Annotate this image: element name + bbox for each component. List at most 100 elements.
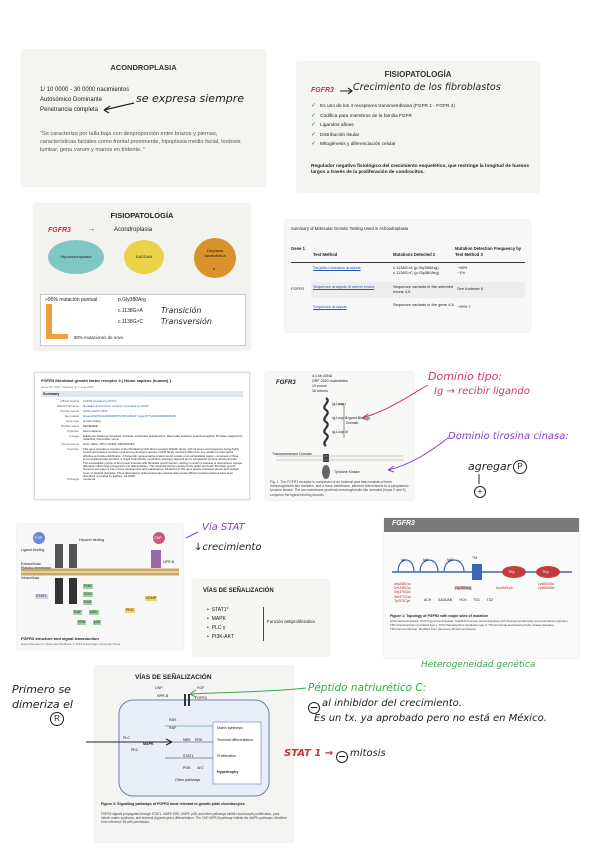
mutation-puntual: >95% mutación puntual xyxy=(45,297,98,303)
ncbi-field-value: mouse all xyxy=(83,477,95,481)
box-erk: ERK xyxy=(77,620,87,625)
slide-vias-senalizacion-1: VÍAS DE SEÑALIZACIÓN STAT1* MAPK PLC γ P… xyxy=(193,580,329,656)
slide-title: FISIOPATOLOGÍA xyxy=(384,70,452,79)
minus-circle-2 xyxy=(336,751,348,763)
birth-rate: 1/ 10 0000 - 30 0000 nacimientos xyxy=(40,87,130,93)
ncbi-field-value: Homo sapiens xyxy=(83,429,101,433)
topology-diagram xyxy=(392,559,572,580)
ncbi-field-value[interactable]: Ensembl:ENSG00000068078 MIM:134934; Vega… xyxy=(83,414,176,418)
ncbi-sub: Gene ID: 2261, updated on 7-Aug-2016 xyxy=(41,385,94,389)
ncbi-field-key: Gene type xyxy=(66,419,79,423)
plus-circle: + xyxy=(474,486,486,498)
label-fgf: FGF xyxy=(35,536,43,540)
pathway-item: PLC γ xyxy=(207,624,234,633)
oval-displasia xyxy=(194,238,236,278)
phosphate-p: P xyxy=(517,462,523,471)
node-erk: ERK xyxy=(195,738,203,742)
ig-loop-2: Ig-Loop II xyxy=(332,416,348,420)
box-ras: RAS xyxy=(83,600,93,605)
mutation-gly380: Gly380Arg xyxy=(454,586,473,590)
cell-mutations: c.1138G>A (p.Gly380Arg) c.1138G>C (p.Gly… xyxy=(393,265,440,275)
target-disease: Acondroplasia xyxy=(114,227,153,233)
label-fgf: FGF xyxy=(197,686,205,690)
tk-domain: Tyrosine Kinase xyxy=(334,470,360,474)
gene-name: FGFR3 xyxy=(48,227,71,234)
inheritance: Autosómico Dominante xyxy=(40,97,103,103)
label-cnp: CNP xyxy=(155,686,163,690)
transduction-source: Expert Reviews in Molecular Medicine © 2… xyxy=(21,642,121,646)
receptor-caption: Fig. 1. The FGFR3 receptor is composed o… xyxy=(270,480,409,497)
ncbi-field-value: REVIEWED xyxy=(83,424,98,428)
topology-caption: Figure 1: Topology of FGFR3 with major s… xyxy=(390,614,488,618)
oval-label: Hipocondroplasia xyxy=(60,254,92,259)
table-header-mutations: Mutations Detected 2 xyxy=(393,252,436,257)
note-mitosis: mitosis xyxy=(350,748,386,759)
receptor-diagram xyxy=(276,397,404,479)
cdna-line: 4.4 kb cDNA xyxy=(312,374,333,378)
pathway-item: PI3K-AKT xyxy=(207,633,234,642)
note-heterogeneidad: Heterogeneidad genética xyxy=(421,660,536,670)
ncbi-field-key: Primary source xyxy=(60,409,79,413)
cell-method[interactable]: Sequence analysis xyxy=(313,304,347,309)
ncbi-header: FGFR3 fibroblast growth factor receptor … xyxy=(41,378,171,383)
ncbi-field-value: This gene encodes a member of the fibrob… xyxy=(83,447,243,479)
ncbi-field-key: Organism xyxy=(66,429,79,433)
output-matrix: Matrix synthesis xyxy=(217,726,243,730)
box-cgmp: cGMP xyxy=(145,596,157,601)
ig3-label: IgIII xyxy=(447,558,453,562)
ig-loop-1: Ig-Loop I xyxy=(332,402,347,406)
receptor-circle: R xyxy=(50,712,64,726)
ncbi-field-value[interactable]: FGFR3 provided by HGNC xyxy=(83,399,117,403)
label-nprb: NPR-B xyxy=(163,560,175,564)
oval-hipocondroplasia xyxy=(48,240,104,274)
fgfr3-bullets: Es uno de los 4 receptores transmembrana… xyxy=(311,102,535,150)
tm-label: TM xyxy=(472,556,478,560)
ig-loop-3: Ig-Loop III xyxy=(332,430,349,434)
pathway-list: STAT1* MAPK PLC γ PI3K-AKT xyxy=(207,606,234,642)
slide-fisiopatologia-1: FISIOPATOLOGÍA FGFR3 Es uno de los 4 rec… xyxy=(297,62,539,192)
l-arrow-shape xyxy=(46,304,52,338)
box-sos: SOS xyxy=(83,592,93,597)
slide-acondroplasia: ACONDROPLASIA 1/ 10 0000 - 30 0000 nacim… xyxy=(22,50,265,186)
cell-method[interactable]: Targeted mutation analysis xyxy=(313,265,361,270)
slide-vias-senalizacion-2: VÍAS DE SEÑALIZACIÓN CNP NPR-B FGF FGFR3… xyxy=(95,666,293,842)
note-se-expresa-siempre: se expresa siempre xyxy=(136,92,245,105)
cdna-line: ORF 2520 nucleotides xyxy=(312,379,348,383)
ncbi-field-value[interactable]: fibroblast growth factor receptor 3 prov… xyxy=(83,404,149,408)
ncbi-field-value[interactable]: HGNC:HGNC:3690 xyxy=(83,409,108,413)
note-transicion: Transición xyxy=(161,306,202,315)
node-plc: PLC xyxy=(123,736,130,740)
output-hypertrophy: Hypertrophy xyxy=(217,770,239,774)
slide-title: FISIOPATOLOGÍA xyxy=(110,211,174,220)
ncbi-section: Summary xyxy=(43,392,60,396)
box-p38: p38 xyxy=(93,620,101,625)
note-via-stat: Vía STAT xyxy=(202,522,245,533)
pathway-caption-2: FGFR3 signals propagated through STAT1, … xyxy=(101,812,287,824)
mutations-far: Lys650Glu Lys650Met xyxy=(538,582,555,591)
plus-sign: + xyxy=(477,487,483,496)
ncbi-field-key: Orthologs xyxy=(66,477,79,481)
cell-mutations: Sequence variants in the selected exons … xyxy=(393,284,454,294)
label-npr: NPR-B xyxy=(157,694,169,698)
bullet: Ligandos afines xyxy=(311,121,535,131)
bullet: Mitogénesis y diferenciación celular xyxy=(311,140,535,150)
oval-saddan xyxy=(124,240,164,274)
node-raf: RAF xyxy=(169,726,177,730)
tkp1-label: TKp xyxy=(508,570,515,574)
mutation-asn540: Asn540Lys xyxy=(496,586,513,590)
box-mek: MEK xyxy=(89,610,99,615)
node-ras: RAS xyxy=(169,718,177,722)
bullet: Codifica para miembros de la familia FGF… xyxy=(311,112,535,122)
note-dominio-tirosina: Dominio tirosina cinasa: xyxy=(448,431,569,442)
output-proliferation: Proliferation xyxy=(217,754,237,758)
ncbi-field-key: RefSeq status xyxy=(61,424,79,428)
output-terminal: Terminal differentiation xyxy=(217,738,254,742)
oval-suffix: s xyxy=(213,266,215,271)
note-stat1: STAT 1 → xyxy=(284,748,334,759)
cell-method[interactable]: Sequence analysis of select exons xyxy=(313,284,375,289)
note-crecimiento-fibroblastos: Crecimiento de los fibroblastos xyxy=(353,82,501,93)
label-intracellular: Intracellular xyxy=(21,576,40,580)
